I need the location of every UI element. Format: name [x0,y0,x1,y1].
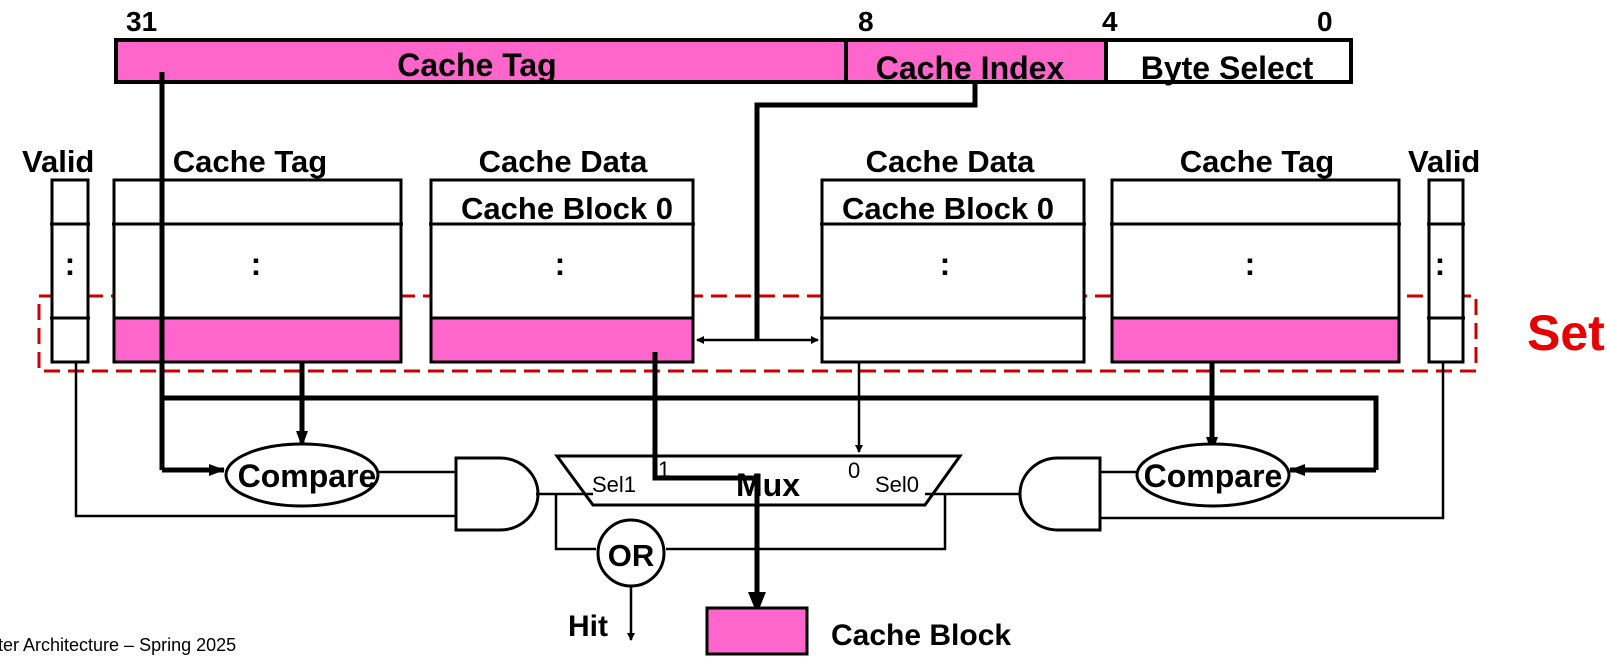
byte-select-label: Byte Select [1141,50,1314,86]
or-gate-label: OR [608,538,655,573]
compare-left: Compare [224,442,380,508]
tag-ellipsis-left: : [251,246,262,282]
byte-select-field [1104,38,1353,84]
bit-label-8: 8 [858,6,874,37]
valid-header-left: Valid [22,144,94,179]
set-label: Set [1527,305,1605,361]
cache-tag-header-left: Cache Tag [173,144,327,179]
bit-label-4: 4 [1102,6,1118,37]
way0-block0-label: Cache Block 0 [461,191,673,226]
bit-label-0: 0 [1317,6,1333,37]
bit-label-31: 31 [126,6,157,37]
cache-data-header-right: Cache Data [866,144,1036,179]
way1-valid-array: : [1427,178,1465,364]
way0-tag-selected-row [112,316,403,364]
address-register: 31 8 4 0 Cache Tag Cache Index Byte Sele… [114,6,1353,86]
mux-sel0-label: Sel0 [875,472,919,497]
valid-ellipsis-right: : [1435,246,1446,282]
and-to-select-wires [536,492,1020,551]
way1-data-array: Cache Block 0 : [820,178,1086,364]
way1-tag-array: : [1110,178,1401,364]
tag-ellipsis-right: : [1245,246,1256,282]
valid-header-right: Valid [1408,144,1480,179]
tag-wires [159,72,1379,476]
and-gate-right [1018,456,1102,532]
index-field-label: Cache Index [876,50,1065,86]
compare-right: Compare [1135,442,1291,508]
hit-label: Hit [568,610,608,643]
way1-tag-selected-row [1110,316,1401,364]
data-ellipsis-right: : [940,246,951,282]
data-ellipsis-left: : [555,246,566,282]
way1-block0-label: Cache Block 0 [842,191,1054,226]
cache-data-header-left: Cache Data [479,144,649,179]
way0-tag-array: : [112,178,403,364]
way0-data-array: Cache Block 0 : [429,178,695,364]
output-cache-block-label: Cache Block [831,619,1011,652]
set-highlight-box [37,294,1478,373]
and-gate-left [454,456,540,532]
way0-valid-array: : [50,178,90,364]
or-gate: OR [596,518,666,588]
output-cache-block [705,606,809,656]
valid-wires [74,362,1445,520]
index-wires [696,82,978,344]
footer-text: ter Architecture – Spring 2025 [0,635,236,655]
cache-tag-header-right: Cache Tag [1180,144,1334,179]
way0-data-selected-row [429,316,695,364]
compare-right-label: Compare [1144,458,1283,494]
compare-left-label: Compare [238,458,377,494]
tag-field-label: Cache Tag [397,47,556,83]
valid-ellipsis-left: : [65,246,76,282]
mux-input0-label: 0 [848,458,860,483]
mux-label: Mux [736,467,800,503]
tag-field [114,38,848,84]
data-to-mux-wires [652,352,863,614]
mux-sel1-label: Sel1 [592,472,636,497]
